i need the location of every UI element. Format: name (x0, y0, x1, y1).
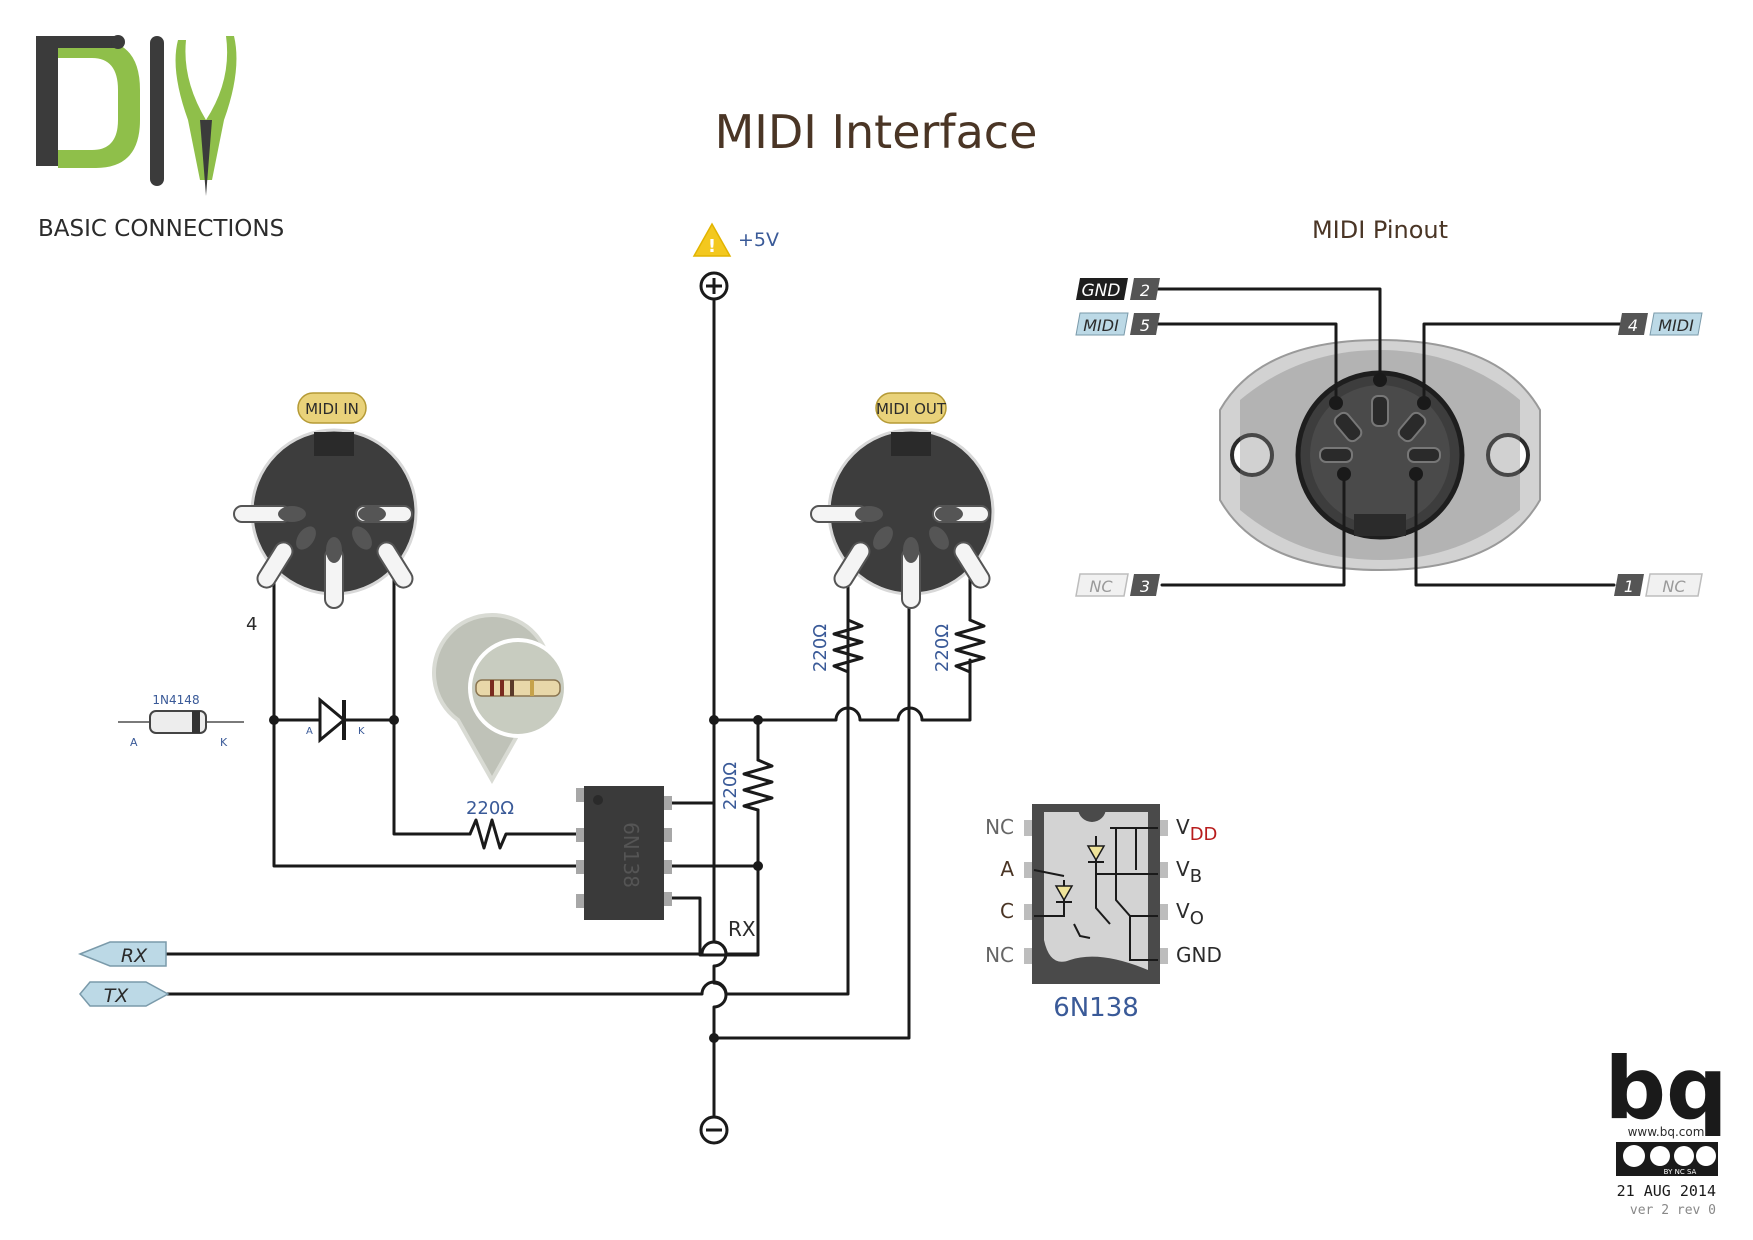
power-plus-terminal: ! +5V (692, 222, 779, 301)
resistor-out-left-label: 220Ω (810, 624, 831, 672)
pinout-gnd-pin: 2 (1140, 281, 1150, 300)
resistor-out-left: 220Ω (810, 618, 864, 722)
pinout-nc3-pin: 3 (1140, 577, 1150, 596)
pinout-nc1-name: NC (1662, 577, 1686, 596)
brand-footer: bq www.bq.com BY NC SA 21 AUG 2014 ver 2… (1604, 1039, 1727, 1218)
warning-icon (692, 222, 732, 257)
pinout-midi5-pin: 5 (1140, 316, 1150, 335)
ic-left-pins: NC A C NC (985, 815, 1014, 967)
resistor-out-right-label: 220Ω (932, 624, 953, 672)
svg-text:VB: VB (1176, 857, 1202, 887)
rx-label: RX (121, 945, 148, 967)
diode-illus-anode: A (130, 736, 138, 749)
nc-icon (1674, 1146, 1694, 1166)
pinout-midi4-name: MIDI (1658, 316, 1694, 335)
diode-cathode-label: K (358, 726, 365, 737)
tx-label: TX (104, 985, 130, 1007)
midi-in-label: MIDI IN (305, 400, 359, 418)
rx-tap-label: RX (728, 917, 756, 941)
resistor-input: 220Ω (466, 798, 514, 850)
power-minus-terminal (699, 1115, 729, 1145)
ic-left-pin-3: C (1000, 899, 1014, 923)
midi-out-label: MIDI OUT (876, 400, 947, 418)
cc-icon (1623, 1145, 1645, 1167)
midi-pinout: MIDI Pinout (1156, 216, 1622, 587)
diode-illus-cathode: K (220, 736, 228, 749)
ic-right-pin-2-sub: B (1190, 866, 1202, 887)
resistor-icon (475, 679, 561, 697)
resistor-input-label: 220Ω (466, 798, 514, 819)
diy-logo: BASIC CONNECTIONS (36, 35, 284, 242)
diode: A K (306, 696, 365, 744)
midi-in-connector: MIDI IN 4 (233, 392, 418, 635)
pinout-title: MIDI Pinout (1312, 216, 1448, 244)
release-date: 21 AUG 2014 (1617, 1182, 1716, 1200)
svg-text:VDD: VDD (1176, 815, 1217, 845)
by-icon (1650, 1146, 1670, 1166)
ic-right-pin-1-sub: DD (1190, 824, 1218, 845)
ic-pinout-diagram: 6N138 (1024, 804, 1168, 1023)
resistor-callout (432, 613, 568, 785)
diode-part-label: 1N4148 (152, 693, 199, 707)
diode-part-illustration: 1N4148 A K (118, 693, 244, 749)
pinout-gnd-name: GND (1082, 281, 1121, 301)
pinout-label-midi-4: 4 MIDI (1618, 312, 1703, 336)
ic-right-pin-4-main: GND (1176, 943, 1222, 967)
pinout-nc1-pin: 1 (1624, 577, 1634, 596)
license-text: BY NC SA (1664, 1168, 1697, 1176)
pinout-label-midi-5: MIDI 5 (1075, 312, 1160, 336)
pinout-label-nc-3: NC 3 (1075, 573, 1160, 597)
pinout-nc3-name: NC (1089, 577, 1113, 596)
pinout-midi5-name: MIDI (1083, 316, 1119, 335)
ic-left-pin-4: NC (985, 943, 1014, 967)
resistor-pullup-label: 220Ω (720, 762, 741, 810)
pinout-midi4-pin: 4 (1628, 316, 1638, 335)
pinout-label-gnd: GND 2 (1076, 278, 1160, 301)
svg-text:VO: VO (1176, 899, 1204, 929)
svg-text:!: ! (708, 236, 716, 257)
ic-left-pin-2: A (1000, 857, 1014, 881)
brand-url: www.bq.com (1628, 1125, 1705, 1139)
ic-right-pin-3-main: V (1176, 899, 1190, 923)
sa-icon (1696, 1146, 1716, 1166)
brand-logo: bq (1604, 1039, 1727, 1139)
svg-text:GND: GND (1176, 943, 1222, 967)
ic-part-label: 6N138 (1053, 993, 1139, 1023)
tx-terminal[interactable]: TX (79, 981, 170, 1007)
ic-right-pin-2-main: V (1176, 857, 1190, 881)
junction-dots (269, 715, 763, 1043)
chip-marking: 6N138 (619, 822, 643, 888)
pinout-label-nc-1: 1 NC (1614, 573, 1703, 597)
resistor-pullup: 220Ω (720, 758, 774, 812)
ic-right-pin-3-sub: O (1190, 908, 1204, 929)
midi-out-connector: MIDI OUT (810, 392, 995, 609)
midi-in-pin-4-label: 4 (246, 614, 257, 635)
plus-5v-label: +5V (738, 229, 779, 251)
resistor-out-right: 220Ω (932, 618, 986, 674)
version-text: ver 2 rev 0 (1630, 1203, 1716, 1218)
logo-subtitle: BASIC CONNECTIONS (38, 216, 284, 242)
ic-left-pin-1: NC (985, 815, 1014, 839)
ic-right-pin-1-main: V (1176, 815, 1190, 839)
rx-terminal[interactable]: RX (77, 941, 167, 967)
ic-right-pins: VDD VB VO GND (1176, 815, 1222, 967)
optocoupler-chip: 6N138 (576, 786, 672, 920)
page-title: MIDI Interface (715, 105, 1038, 159)
diode-anode-label: A (306, 726, 313, 737)
